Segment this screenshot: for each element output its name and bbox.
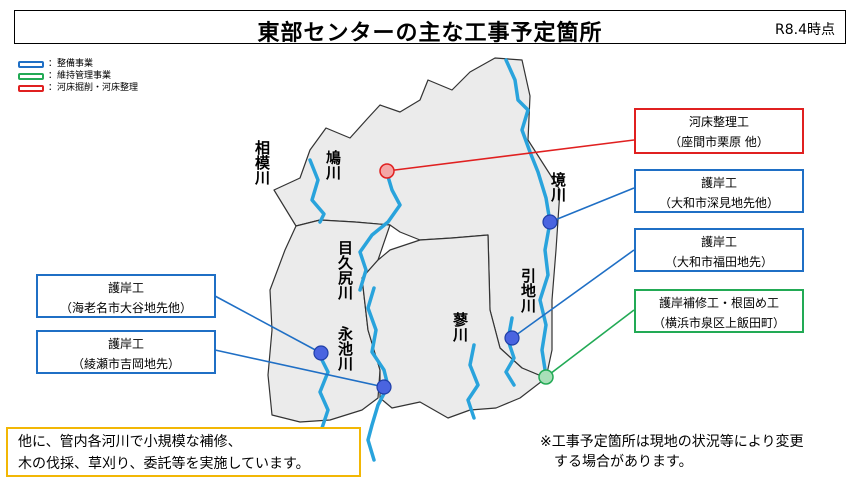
disclaimer-line: ※工事予定箇所は現地の状況等により変更 [540,434,804,450]
river-label-sakai: 境川 [549,172,567,202]
leader-fukuda [511,249,635,339]
disclaimer: ※工事予定箇所は現地の状況等により変更 する場合があります。 [540,432,803,472]
site-marker-zama [379,163,395,179]
disclaimer-line: する場合があります。 [554,454,693,470]
legend-label: ：整備事業 [48,59,94,69]
river-label-mekujiri: 目久尻川 [336,240,354,300]
callout-fukami: 護岸工 （大和市深見地先他） [634,169,804,213]
green-line-icon [18,72,44,80]
leader-fukami [549,187,635,223]
leader-ayase [214,349,385,388]
callout-title: 護岸補修工・根固め工 [658,296,779,310]
callout-title: 護岸工 [107,337,144,351]
callout-title: 護岸工 [107,281,144,295]
callout-ayase: 護岸工 （綾瀬市吉岡地先） [36,330,216,374]
leader-ebina [214,295,322,354]
page-title: 東部センターの主な工事予定箇所 [257,21,603,46]
leader-zama [386,139,635,172]
blue-line-icon [18,60,44,68]
callout-iida: 護岸補修工・根固め工 （横浜市泉区上飯田町） [634,289,804,333]
red-line-icon [18,84,44,92]
callout-zama: 河床整理工 （座間市栗原 他） [634,108,804,154]
site-marker-ayase [376,379,392,395]
river-west [316,350,330,430]
river-hato [308,158,326,224]
callout-title: 護岸工 [700,176,737,190]
note-line: 木の伐採、草刈り、委託等を実施しています。 [18,456,310,472]
callout-location: （大和市深見地先他） [658,196,779,210]
river-label-hato: 鳩川 [324,150,342,180]
map-region-north [273,57,561,379]
callout-fukuda: 護岸工 （大和市福田地先） [634,228,804,272]
legend-item-management: ：維持管理事業 [18,70,138,82]
note-line: 他に、管内各河川で小規模な補修、 [18,434,242,450]
callout-location: （横浜市泉区上飯田町） [652,316,785,330]
river-mekujiri [358,168,402,292]
site-marker-ebina [313,345,329,361]
note-box: 他に、管内各河川で小規模な補修、 木の伐採、草刈り、委託等を実施しています。 [6,427,361,477]
legend-label: ：維持管理事業 [48,71,112,81]
callout-title: 護岸工 [700,235,737,249]
river-label-hikiji: 引地川 [519,268,537,313]
river-nagaike [366,286,390,462]
river-label-nagaike: 永池川 [336,326,354,371]
date-label: R8.4時点 [775,22,835,38]
site-marker-iida [538,369,554,385]
legend-label: ：河床掘削・河床整理 [48,83,139,93]
callout-location: （海老名市大谷地先他） [59,301,192,315]
callout-ebina: 護岸工 （海老名市大谷地先他） [36,274,216,318]
callout-location: （大和市福田地先） [664,255,773,269]
legend-item-dredging: ：河床掘削・河床整理 [18,82,138,94]
site-marker-fukuda [504,330,520,346]
river-tade [466,343,480,420]
callout-location: （綾瀬市吉岡地先） [71,357,180,371]
legend-item-maintenance: ：整備事業 [18,58,138,70]
river-label-tade: 蓼川 [451,312,469,342]
river-label-sagami: 相模川 [253,140,271,185]
site-marker-fukami [542,214,558,230]
leader-iida [545,309,635,378]
river-sakai [504,58,552,378]
callout-location: （座間市栗原 他） [669,135,769,149]
callout-title: 河床整理工 [688,115,749,129]
title-box: 東部センターの主な工事予定箇所 R8.4時点 [14,10,846,46]
legend: ：整備事業 ：維持管理事業 ：河床掘削・河床整理 [18,58,138,94]
